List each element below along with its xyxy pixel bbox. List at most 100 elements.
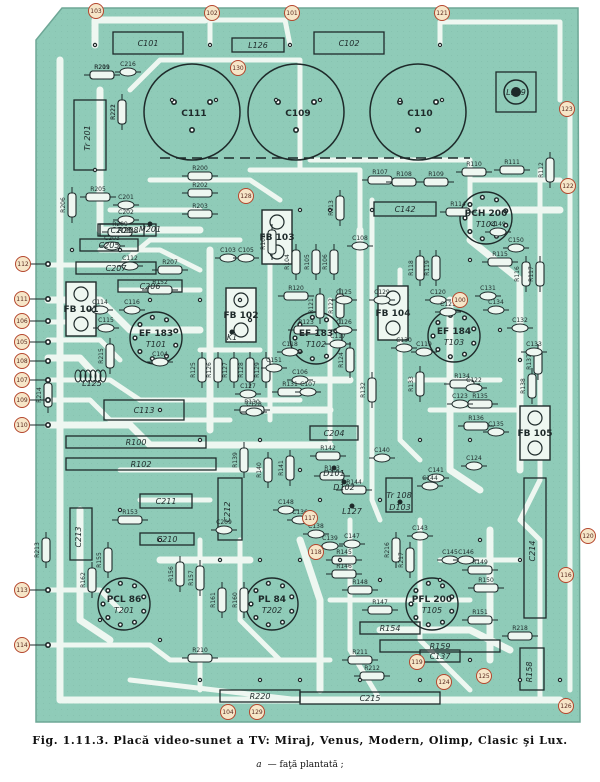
copper-trace bbox=[147, 177, 283, 203]
pad-hole bbox=[254, 616, 258, 619]
connector-109: 109 bbox=[14, 392, 46, 408]
resistor-body bbox=[117, 515, 143, 525]
component-body bbox=[79, 238, 139, 252]
small-capacitor bbox=[425, 295, 451, 305]
pad-hole bbox=[419, 439, 421, 441]
resistor bbox=[386, 177, 422, 187]
resistor-body bbox=[195, 565, 205, 591]
pad-hole bbox=[151, 316, 154, 319]
component-label: L126 bbox=[248, 41, 268, 50]
resistor bbox=[142, 285, 178, 295]
sub-letter: a bbox=[256, 760, 262, 770]
connector-123: 123 bbox=[559, 101, 575, 117]
pad-hole bbox=[46, 319, 50, 323]
pad-hole bbox=[439, 44, 441, 46]
resistor-body bbox=[229, 357, 239, 383]
resistor-body bbox=[267, 229, 277, 255]
resistor-body bbox=[187, 209, 213, 219]
capacitor-label: C107 bbox=[300, 381, 316, 388]
pad-hole bbox=[249, 602, 253, 606]
valve-socket bbox=[459, 191, 513, 245]
connector-128: 128 bbox=[238, 188, 254, 204]
valve-type-label: PCH 200 bbox=[465, 209, 508, 219]
pad-hole bbox=[165, 355, 168, 358]
pad-hole bbox=[259, 439, 261, 441]
pad-hole bbox=[159, 409, 161, 411]
small-capacitor bbox=[435, 307, 461, 317]
resistor bbox=[367, 372, 377, 408]
pad-hole bbox=[481, 237, 484, 240]
component-label: R220 bbox=[250, 692, 271, 701]
capacitor-label: C209 bbox=[216, 519, 232, 526]
resistor-label: R127 bbox=[222, 362, 229, 378]
capacitor-label: C120 bbox=[430, 289, 446, 296]
small-capacitor bbox=[119, 305, 145, 315]
capacitor-label: C106 bbox=[292, 369, 308, 376]
resistor-body bbox=[423, 177, 449, 187]
coil-turn bbox=[84, 369, 92, 383]
resistor-label: R200 bbox=[192, 165, 208, 172]
resistor-body bbox=[43, 382, 53, 408]
resistor bbox=[288, 325, 324, 335]
resistor-body bbox=[527, 373, 537, 399]
pad-hole bbox=[325, 355, 328, 358]
ferrite-coil bbox=[233, 292, 249, 308]
capacitor-body bbox=[351, 241, 369, 251]
capacitor-label: C146 bbox=[458, 549, 474, 556]
connector-number: 108 bbox=[16, 358, 28, 365]
pad-hole bbox=[119, 623, 122, 626]
resistor-label: R211 bbox=[352, 649, 368, 656]
connector-ring bbox=[409, 654, 425, 670]
capacitor-label: C121 bbox=[440, 301, 456, 308]
resistor-label: R125 bbox=[190, 362, 197, 378]
pad-hole bbox=[299, 559, 301, 561]
resistor-body bbox=[197, 357, 207, 383]
resistor-body bbox=[85, 192, 111, 202]
resistor-body bbox=[239, 587, 249, 613]
resistor-label: R136 bbox=[468, 415, 484, 422]
copper-trace bbox=[45, 642, 333, 663]
component-label: R102 bbox=[131, 460, 152, 469]
resistor-label: R206 bbox=[60, 197, 67, 213]
pad-hole bbox=[99, 619, 101, 621]
resistor-body bbox=[187, 188, 213, 198]
connector-ring bbox=[284, 5, 300, 21]
resistor-label: R160 bbox=[232, 592, 239, 608]
connector-ring bbox=[302, 510, 318, 526]
resistor-label: R117 bbox=[528, 266, 535, 282]
resistor bbox=[278, 291, 314, 301]
resistor-label: R153 bbox=[122, 509, 138, 516]
valve-type-label: EF 183 bbox=[139, 329, 173, 339]
component-label: C207 bbox=[106, 264, 128, 273]
connector-ring bbox=[15, 256, 31, 272]
pad-hole bbox=[299, 469, 301, 471]
connector-number: 107 bbox=[16, 377, 28, 384]
resistor bbox=[342, 655, 378, 665]
small-capacitor bbox=[447, 399, 473, 409]
resistor bbox=[117, 94, 127, 130]
resistor-label: R205 bbox=[90, 186, 106, 193]
connector-ring bbox=[249, 704, 265, 720]
connector-ring bbox=[452, 292, 468, 308]
component-body bbox=[139, 532, 195, 546]
component-label: C213 bbox=[74, 527, 83, 548]
pad-hole bbox=[472, 342, 475, 345]
resistor-body bbox=[415, 371, 425, 397]
copper-trace bbox=[237, 537, 283, 663]
component-body bbox=[103, 399, 185, 421]
resistor-body bbox=[499, 165, 525, 175]
capacitor-label: C126 bbox=[336, 319, 352, 326]
pad-hole bbox=[441, 99, 443, 101]
misc-label: D101 bbox=[323, 469, 344, 478]
ferrite-label: FB 102 bbox=[224, 311, 259, 321]
resistor bbox=[315, 288, 325, 324]
resistor-body bbox=[245, 357, 255, 383]
pad-hole bbox=[133, 584, 136, 587]
pad-hole bbox=[472, 327, 475, 331]
resistor bbox=[468, 583, 504, 593]
resistor bbox=[458, 421, 494, 431]
small-capacitor bbox=[113, 215, 139, 225]
connector-101: 101 bbox=[284, 5, 300, 21]
resistor bbox=[342, 585, 378, 595]
